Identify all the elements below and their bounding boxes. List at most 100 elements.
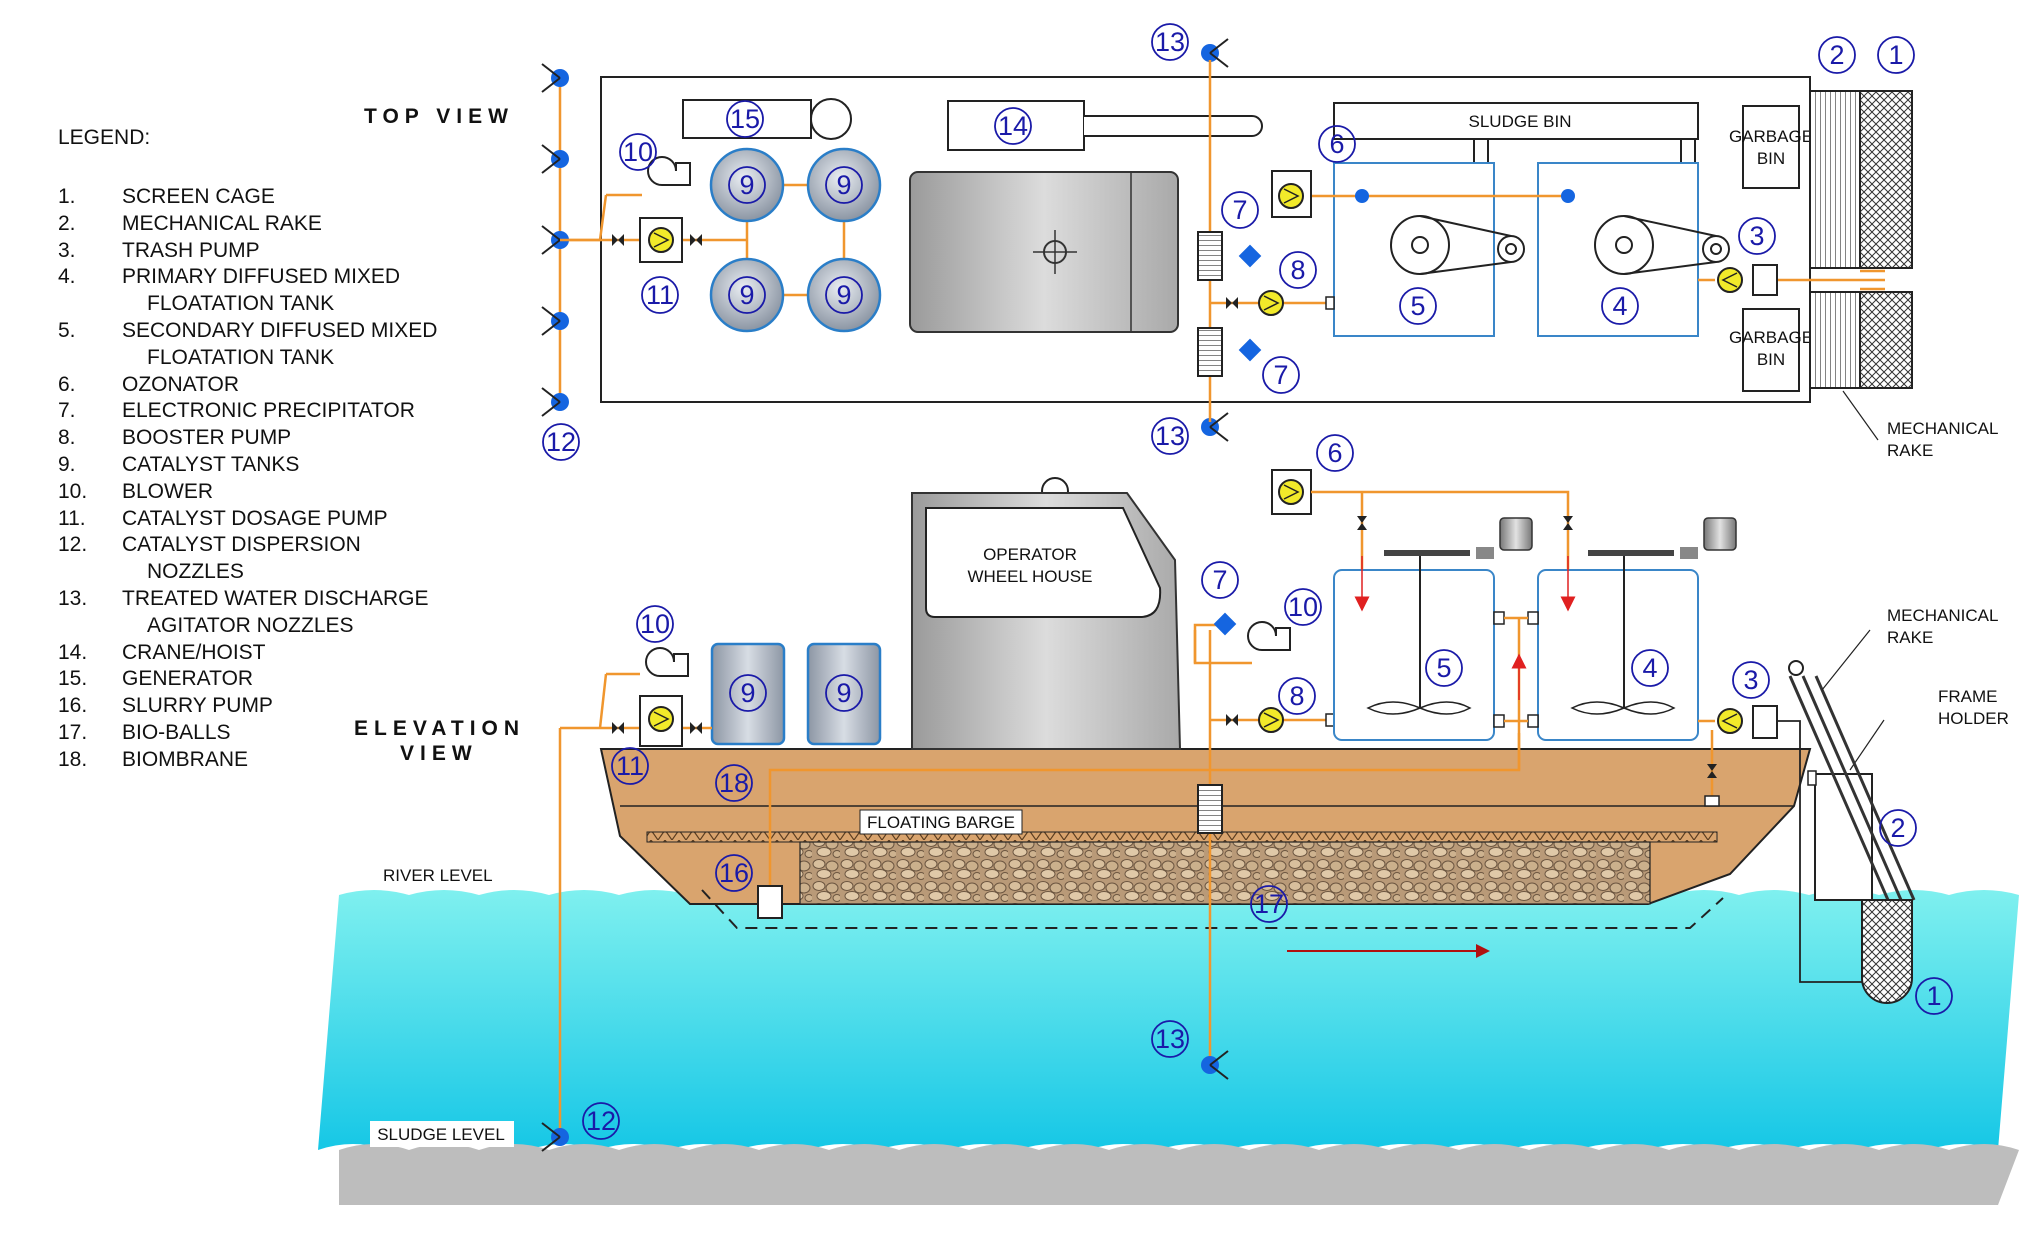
callout-badge-number: 1 (1888, 40, 1903, 70)
callout-badge-circle (1818, 36, 1856, 74)
floating-barge-label: FLOATING BARGE (867, 813, 1015, 832)
callout-badge-circle (726, 100, 764, 138)
callout-badge-circle (1279, 251, 1317, 289)
callout-badge-number: 15 (730, 104, 760, 134)
callout-badge-circle (542, 423, 580, 461)
precipitators-top (1197, 60, 1262, 422)
legend-item: 12.CATALYST DISPERSION (58, 532, 437, 559)
svg-text:BIN: BIN (1757, 350, 1785, 369)
callout-badge-circle (1262, 356, 1300, 394)
legend-text: PRIMARY DIFFUSED MIXED (122, 265, 401, 289)
legend-number: 7. (58, 399, 76, 423)
flow-arrow-head (1476, 944, 1490, 958)
nozzle-spray-line (1209, 1064, 1229, 1080)
booster-pump-top (1210, 290, 1335, 316)
top-view: SLUDGE BIN (541, 38, 1998, 460)
legend-number: 11. (58, 506, 86, 530)
callout-badge-18: 18 (715, 764, 753, 802)
legend-item: 17.BIO-BALLS (58, 720, 437, 747)
nozzle-spray-line (541, 1136, 561, 1152)
callout-badge-17: 17 (1250, 885, 1288, 923)
legend-number: 18. (58, 747, 88, 771)
callout-badge-circle (1399, 287, 1437, 325)
svg-text:FRAME: FRAME (1938, 687, 1998, 706)
callout-badge-number: 4 (1612, 291, 1627, 321)
svg-text:RAKE: RAKE (1887, 628, 1933, 647)
callout-badge-circle (1877, 36, 1915, 74)
blower-top (647, 156, 691, 186)
screen-cage-elevation (1861, 899, 1913, 1004)
legend-text-continuation: FLOATATION TANK (147, 292, 335, 316)
elevation-view-title-line2: VIEW (400, 742, 478, 765)
nozzle-spray-line (541, 63, 561, 79)
legend-number: 10. (58, 479, 88, 503)
nozzle-spray-line (1209, 412, 1229, 428)
nozzle-spray-line (541, 158, 561, 174)
callout-badge-circle (715, 854, 753, 892)
callout-badge-number: 18 (719, 768, 749, 798)
nozzle-icon (541, 387, 569, 417)
callout-badge-circle (825, 166, 863, 204)
legend-text: OZONATOR (122, 372, 240, 396)
callout-badge-9: 9 (825, 166, 863, 204)
mechanical-rake-elevation: MECHANICAL RAKE (1788, 606, 1998, 901)
tank-transfer-piping (1504, 616, 1528, 770)
sludge-bin-top: SLUDGE BIN (1333, 102, 1699, 164)
nozzle-icon (541, 144, 569, 174)
legend-text: TREATED WATER DISCHARGE (122, 586, 429, 610)
callout-badge-circle (1151, 1020, 1189, 1058)
callout-badge-10: 10 (636, 605, 674, 643)
callout-badge-2: 2 (1818, 36, 1856, 74)
legend-item: 11. CATALYST DOSAGE PUMP (58, 506, 437, 533)
legend-number: 17. (58, 720, 88, 744)
callout-badge-number: 7 (1212, 565, 1227, 595)
legend-number: 3. (58, 238, 76, 262)
callout-badge-circle (1915, 977, 1953, 1015)
svg-text:BIN: BIN (1757, 149, 1785, 168)
mechanical-rake-callout-top: MECHANICAL RAKE (1842, 390, 1998, 460)
callout-badge-6: 6 (1318, 125, 1356, 163)
callout-badge-7: 7 (1201, 561, 1239, 599)
callout-badge-number: 2 (1890, 813, 1905, 843)
svg-text:RAKE: RAKE (1887, 441, 1933, 460)
callout-badge-10: 10 (1284, 588, 1322, 626)
callout-badge-3: 3 (1738, 217, 1776, 255)
garbage-bin-top-upper: GARBAGE BIN (1729, 105, 1813, 189)
callout-badge-number: 6 (1329, 129, 1344, 159)
callout-badge-circle (619, 133, 657, 171)
callout-badge-9: 9 (728, 276, 766, 314)
callout-badge-circle (1879, 809, 1917, 847)
legend-text: BOOSTER PUMP (122, 426, 292, 450)
frame-holder: FRAME HOLDER (1807, 687, 2009, 901)
legend-item: 14.CRANE/HOIST (58, 640, 437, 667)
callout-badge-9: 9 (825, 674, 863, 712)
nozzle-spray-line (541, 77, 561, 93)
callout-badge-circle (582, 1102, 620, 1140)
legend-text: CATALYST DOSAGE PUMP (122, 506, 388, 530)
valve-icon (690, 234, 702, 246)
legend-number: 14. (58, 640, 88, 664)
nozzle-spray-line (1209, 52, 1229, 68)
callout-badge-number: 2 (1829, 40, 1844, 70)
callout-badge-number: 12 (546, 427, 576, 457)
callout-badge-9: 9 (728, 166, 766, 204)
legend-text: SLURRY PUMP (122, 694, 273, 718)
callout-badge-circle (1221, 191, 1259, 229)
legend-text: TRASH PUMP (122, 238, 260, 262)
callout-badge-number: 9 (739, 280, 754, 310)
callout-badge-12: 12 (582, 1102, 620, 1140)
legend-text: GENERATOR (122, 667, 254, 691)
ozonator-top (1271, 170, 1575, 218)
legend-text: CATALYST TANKS (122, 452, 300, 476)
legend-number: 4. (58, 265, 76, 289)
callout-badge-circle (1732, 661, 1770, 699)
nozzle-spray-line (541, 306, 561, 322)
trash-pump-top (1698, 264, 1885, 296)
callout-badge-number: 11 (616, 751, 644, 781)
callout-badge-3: 3 (1732, 661, 1770, 699)
callout-badge-circle (728, 166, 766, 204)
legend-number: 6. (58, 372, 76, 396)
callout-badge-number: 13 (1155, 1024, 1185, 1054)
callout-badge-number: 3 (1749, 221, 1764, 251)
nozzle-spray-line (1209, 38, 1229, 54)
